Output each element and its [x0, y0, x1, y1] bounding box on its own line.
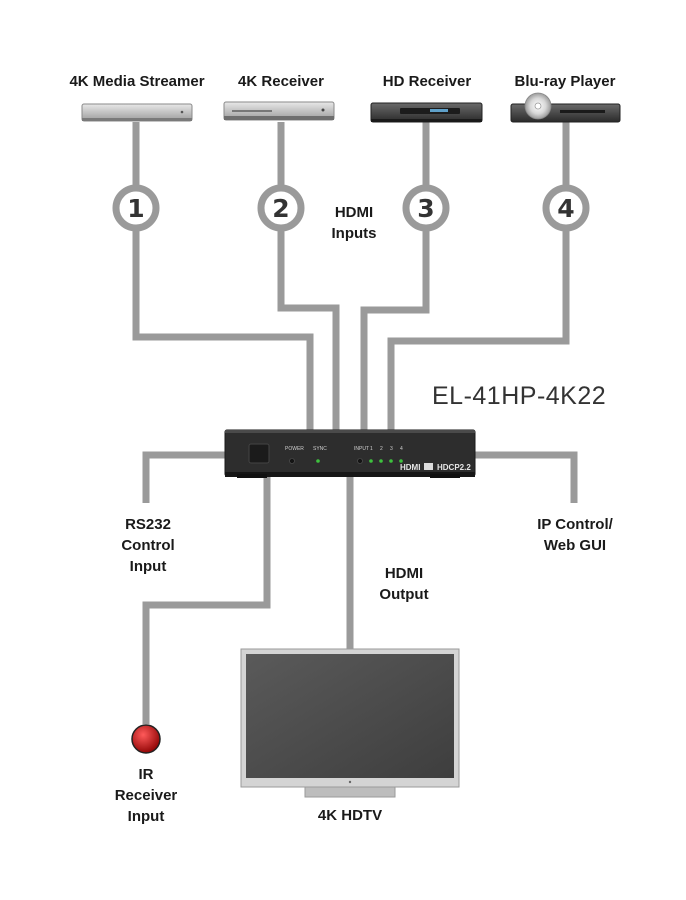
port-number-2: 2 [272, 194, 289, 223]
ir-receiver-input-label: IR Receiver Input [106, 764, 186, 827]
4k-logo [424, 463, 433, 470]
input-led-1 [369, 459, 373, 463]
media-streamer-device [81, 103, 193, 122]
cable-ir [142, 476, 271, 724]
hdmi-inputs-line-2: Inputs [331, 225, 377, 242]
input-led-2 [379, 459, 383, 463]
source-label-bluray-player: Blu-ray Player [514, 73, 616, 90]
port-badge-2: 2 [257, 184, 305, 232]
panel-port-2-label: 2 [380, 446, 383, 452]
ir-sensor-window [248, 443, 270, 464]
input-led-4 [399, 459, 403, 463]
ir-line-3: Input [127, 808, 165, 825]
ir-line-2: Receiver [114, 787, 178, 804]
input-led-3 [389, 459, 393, 463]
port-badge-3: 3 [402, 184, 450, 232]
hdmi-inputs-label: HDMI Inputs [318, 202, 390, 244]
input-select-button [357, 458, 363, 464]
hdmi-output-label: HDMI Output [371, 563, 437, 605]
rs232-line-2: Control [121, 537, 175, 554]
port-number-1: 1 [127, 194, 144, 223]
hd-receiver-device [370, 102, 483, 123]
rs232-line-1: RS232 [125, 516, 171, 533]
ip-line-2: Web GUI [543, 537, 607, 554]
source-label-media-streamer: 4K Media Streamer [69, 73, 205, 90]
hdmi-inputs-line-1: HDMI [334, 204, 374, 221]
power-button [289, 458, 295, 464]
panel-port-4-label: 4 [400, 446, 403, 452]
hdmi-output-line-2: Output [379, 586, 429, 603]
rs232-line-3: Input [129, 558, 167, 575]
device-model-label: EL-41HP-4K22 [432, 382, 607, 410]
bluray-player-device [510, 92, 621, 123]
ir-receiver-device [131, 724, 161, 754]
hdcp-logo: HDCP2.2 [437, 463, 471, 472]
panel-port-1-label: 1 [370, 446, 373, 452]
source-label-hd-receiver: HD Receiver [382, 73, 472, 90]
panel-port-3-label: 3 [390, 446, 393, 452]
ir-line-1: IR [138, 766, 154, 783]
ip-control-web-gui-label: IP Control/ Web GUI [525, 514, 625, 556]
port-number-3: 3 [417, 194, 434, 223]
cable-rs232 [142, 451, 228, 503]
panel-input-label: INPUT [354, 446, 369, 452]
hdmi-output-line-1: HDMI [384, 565, 424, 582]
port-badge-1: 1 [112, 184, 160, 232]
tv-label: 4K HDTV [317, 807, 383, 824]
cable-input-3 [360, 122, 430, 430]
port-badge-4: 4 [542, 184, 590, 232]
cable-ip [474, 451, 578, 503]
hdmi-logo: HDMI [400, 463, 420, 472]
4k-receiver-device [223, 101, 335, 121]
port-number-4: 4 [557, 194, 574, 223]
sync-led [316, 459, 320, 463]
panel-power-label: POWER [285, 446, 304, 452]
el-41hp-4k22-device: POWER SYNC INPUT 1 2 3 4 HDMI HDCP2.2 [224, 429, 476, 478]
input-port-badges: 1 2 3 4 [112, 184, 590, 232]
4k-hdtv-device [240, 648, 460, 798]
source-label-4k-receiver: 4K Receiver [238, 73, 324, 90]
rs232-control-input-label: RS232 Control Input [108, 514, 188, 577]
panel-sync-label: SYNC [313, 446, 327, 452]
ip-line-1: IP Control/ [537, 516, 613, 533]
